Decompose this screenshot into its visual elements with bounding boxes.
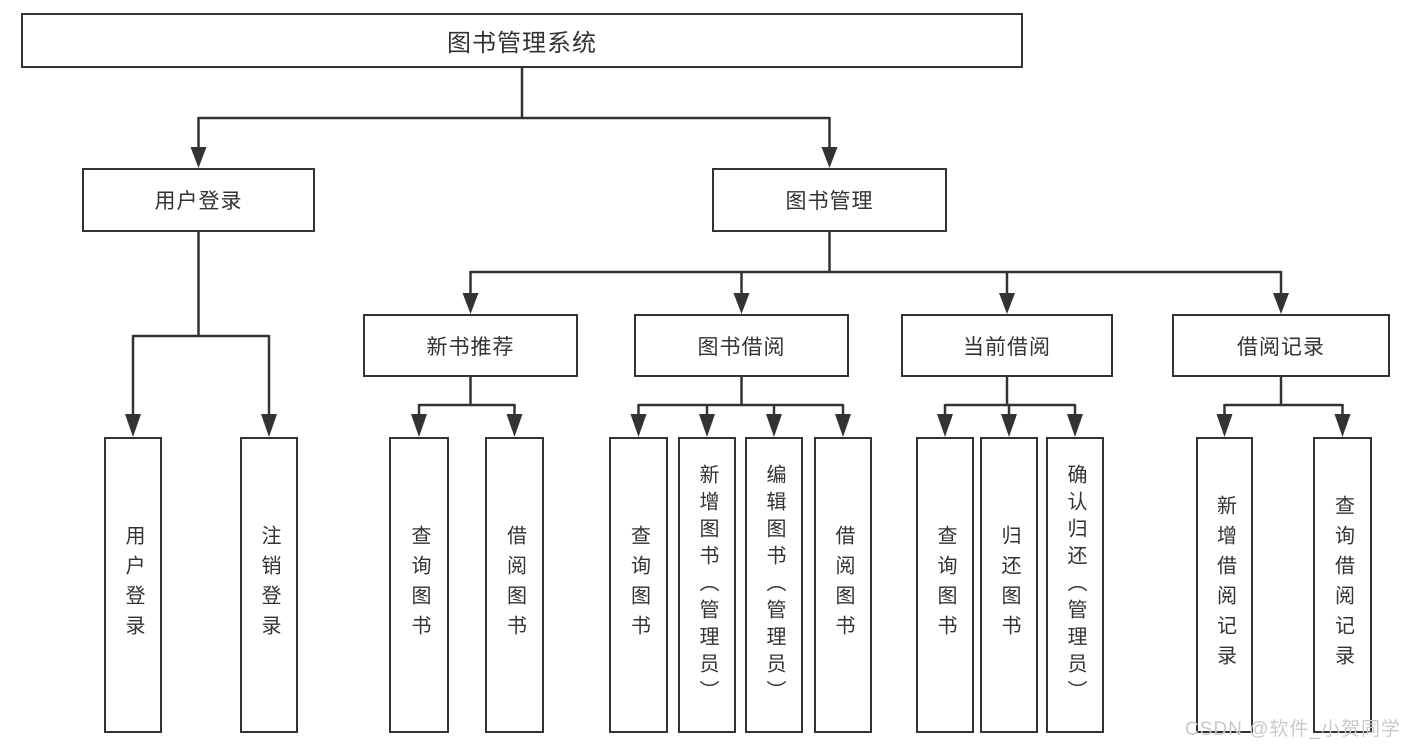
leaf-recommend-borrow-book: 借阅图书 [485, 437, 544, 733]
leaf-current-query-book-label: 查询图书 [934, 525, 956, 645]
leaf-borrow-borrow-book: 借阅图书 [814, 437, 872, 733]
leaf-borrow-query-book: 查询图书 [609, 437, 668, 733]
node-new-book-recommend-label: 新书推荐 [426, 335, 515, 359]
node-user-login: 用户登录 [82, 168, 315, 232]
leaf-borrow-add-book: 新增图书（管理员） [678, 437, 736, 733]
node-root-label: 图书管理系统 [447, 30, 597, 57]
node-borrow-records-label: 借阅记录 [1237, 335, 1325, 359]
node-new-book-recommend: 新书推荐 [363, 314, 578, 377]
leaf-recommend-query-book: 查询图书 [389, 437, 449, 733]
leaf-borrow-add-book-label: 新增图书（管理员） [696, 463, 718, 707]
leaf-records-query-record: 查询借阅记录 [1313, 437, 1372, 733]
node-user-login-label: 用户登录 [154, 190, 243, 213]
csdn-watermark: CSDN @软件_小贺同学 [1185, 719, 1401, 740]
connector-paths [131, 68, 1344, 417]
leaf-borrow-edit-book: 编辑图书（管理员） [745, 437, 803, 733]
node-book-borrow: 图书借阅 [634, 314, 849, 377]
node-root: 图书管理系统 [21, 13, 1023, 68]
arrowheads [125, 147, 1351, 437]
leaf-logout-label: 注销登录 [258, 525, 280, 645]
leaf-user-login: 用户登录 [104, 437, 162, 733]
leaf-recommend-borrow-book-label: 借阅图书 [503, 525, 526, 645]
leaf-borrow-edit-book-label: 编辑图书（管理员） [763, 463, 785, 707]
leaf-records-add-record: 新增借阅记录 [1196, 437, 1253, 733]
leaf-current-confirm-return: 确认归还（管理员） [1046, 437, 1104, 733]
node-current-borrow-label: 当前借阅 [963, 335, 1051, 359]
node-current-borrow: 当前借阅 [901, 314, 1113, 377]
node-book-borrow-label: 图书借阅 [697, 335, 786, 359]
leaf-user-login-label: 用户登录 [122, 525, 144, 645]
node-borrow-records: 借阅记录 [1172, 314, 1390, 377]
leaf-current-confirm-return-label: 确认归还（管理员） [1064, 463, 1086, 707]
leaf-records-query-record-label: 查询借阅记录 [1331, 495, 1354, 675]
leaf-current-return-book: 归还图书 [980, 437, 1038, 733]
leaf-records-add-record-label: 新增借阅记录 [1213, 495, 1236, 675]
leaf-logout: 注销登录 [240, 437, 298, 733]
leaf-recommend-query-book-label: 查询图书 [408, 525, 430, 645]
node-book-mgmt: 图书管理 [712, 168, 947, 232]
leaf-current-query-book: 查询图书 [916, 437, 974, 733]
leaf-borrow-borrow-book-label: 借阅图书 [832, 525, 854, 645]
leaf-current-return-book-label: 归还图书 [998, 525, 1020, 645]
leaf-borrow-query-book-label: 查询图书 [627, 525, 650, 645]
node-book-mgmt-label: 图书管理 [785, 190, 874, 213]
